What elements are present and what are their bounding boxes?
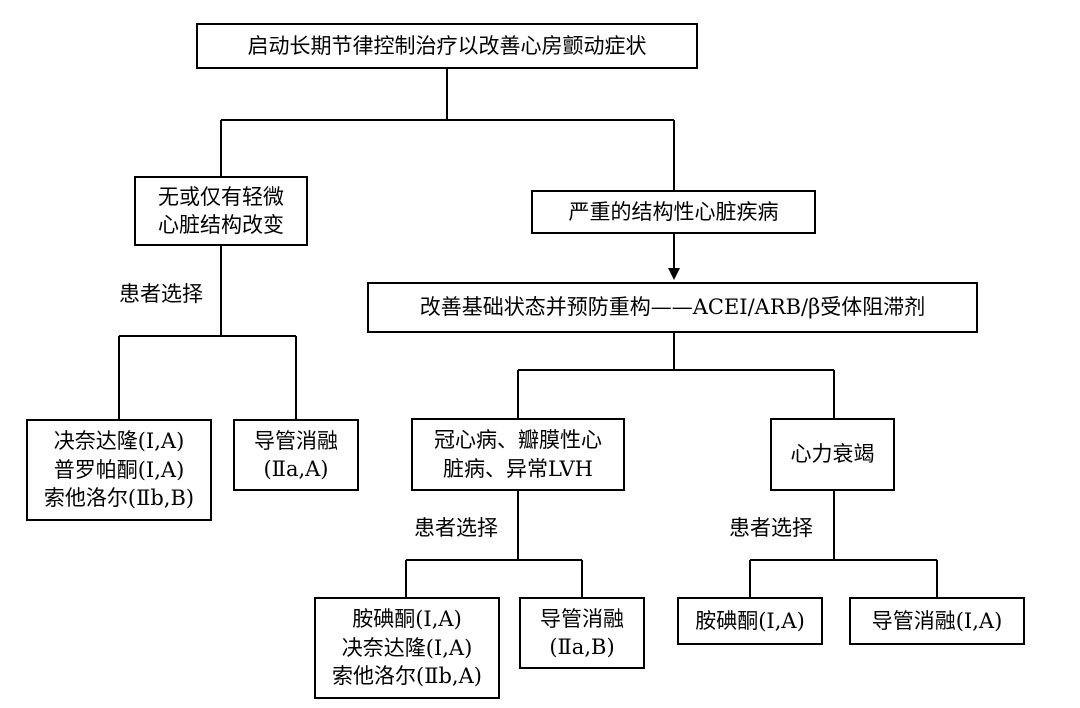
minor-structural-box: 无或仅有轻微 心脏结构改变 [134, 176, 308, 246]
left-drugs-box: 决奈达隆(Ⅰ,A) 普罗帕酮(Ⅰ,A) 索他洛尔(Ⅱb,B) [26, 419, 212, 521]
cad-valvular-box: 冠心病、瓣膜性心 脏病、异常LVH [411, 418, 625, 491]
left-drug-2: 普罗帕酮(Ⅰ,A) [53, 457, 185, 482]
left-drug-1: 决奈达隆(Ⅰ,A) [53, 429, 185, 454]
left-drug-3: 索他洛尔(Ⅱb,B) [43, 486, 195, 511]
mid-ablation-box: 导管消融 (Ⅱa,B) [519, 597, 645, 669]
hf-ablation-text: 导管消融(Ⅰ,A) [871, 608, 1003, 633]
mid-ablation-line-2: (Ⅱa,B) [549, 635, 615, 659]
mid-drug-3: 索他洛尔(Ⅱb,A) [332, 664, 482, 689]
root-text: 启动长期节律控制治疗以改善心房颤动症状 [247, 33, 647, 58]
hf-drug-text: 胺碘酮(Ⅰ,A) [695, 608, 805, 633]
patient-choice-label-right: 患者选择 [729, 516, 813, 540]
mid-drug-2: 决奈达隆(Ⅰ,A) [341, 635, 473, 660]
patient-choice-label-left: 患者选择 [119, 282, 203, 306]
mid-drug-1: 胺碘酮(Ⅰ,A) [352, 607, 462, 632]
remodeling-box: 改善基础状态并预防重构——ACEI/ARB/β受体阻滞剂 [367, 282, 978, 333]
mid-drugs-box: 胺碘酮(Ⅰ,A) 决奈达隆(Ⅰ,A) 索他洛尔(Ⅱb,A) [314, 597, 500, 699]
left-ablation-box: 导管消融 (Ⅱa,A) [233, 419, 359, 491]
heart-failure-box: 心力衰竭 [770, 418, 895, 491]
left-ablation-line-1: 导管消融 [254, 428, 338, 453]
minor-structural-line-2: 心脏结构改变 [158, 213, 284, 237]
left-ablation-line-2: (Ⅱa,A) [263, 457, 329, 481]
minor-structural-line-1: 无或仅有轻微 [158, 184, 284, 209]
cad-valvular-line-1: 冠心病、瓣膜性心 [434, 428, 602, 453]
remodeling-text: 改善基础状态并预防重构——ACEI/ARB/β受体阻滞剂 [419, 295, 926, 320]
patient-choice-label-mid: 患者选择 [414, 516, 498, 540]
mid-ablation-line-1: 导管消融 [540, 606, 624, 631]
severe-structural-text: 严重的结构性心脏疾病 [568, 199, 779, 224]
hf-drug-box: 胺碘酮(Ⅰ,A) [677, 597, 823, 645]
hf-ablation-box: 导管消融(Ⅰ,A) [849, 597, 1025, 645]
arrowhead [668, 268, 680, 280]
root-box: 启动长期节律控制治疗以改善心房颤动症状 [196, 23, 698, 69]
cad-valvular-line-2: 脏病、异常LVH [443, 456, 593, 481]
heart-failure-text: 心力衰竭 [790, 442, 875, 467]
severe-structural-box: 严重的结构性心脏疾病 [531, 190, 816, 234]
